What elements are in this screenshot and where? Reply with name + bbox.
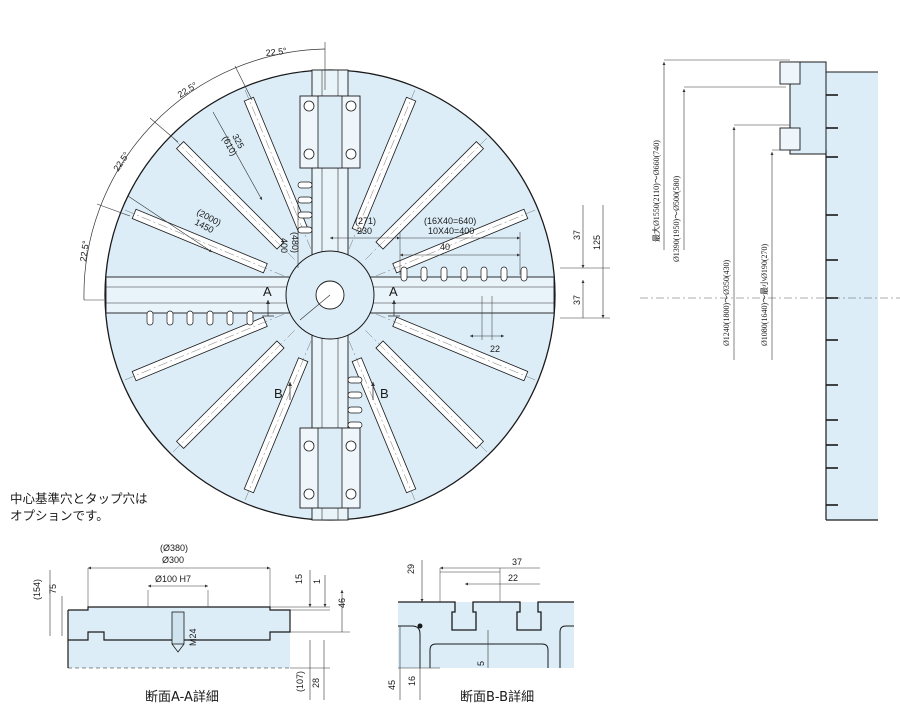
dim-271: (271) [355, 216, 376, 226]
side-dim-1: 最大Ø1550(2110)～Ø660(740) [651, 140, 661, 242]
bolt-holes [146, 181, 528, 429]
dim-37-top: 37 [572, 230, 582, 240]
sec-a-d380: (Ø380) [160, 543, 188, 553]
option-note-line-1: 中心基準穴とタップ穴は [10, 491, 148, 506]
section-a-caption: 断面A-A詳細 [145, 690, 219, 705]
bolt-hole [297, 181, 313, 189]
section-b-body [398, 602, 574, 668]
side-dim-4: Ø1080(1640)～最小Ø190(270) [760, 243, 769, 346]
sec-b-d22: 22 [508, 573, 518, 583]
radial-centerline [172, 137, 295, 260]
bolt-hole [226, 310, 234, 326]
sec-a-d107: (107) [295, 671, 305, 692]
dim-22: 22 [490, 344, 500, 354]
bolt-hole [146, 310, 154, 326]
bolt-hole [297, 211, 313, 219]
radial-centerline [244, 89, 312, 249]
bolt-hole [480, 266, 488, 282]
sec-a-d15: 15 [294, 574, 304, 584]
side-view: 最大Ø1550(2110)～Ø660(740) Ø1390(1950)～Ø500… [640, 59, 900, 521]
sec-a-d300: Ø300 [162, 555, 184, 565]
section-b-caption: 断面B-B詳細 [460, 690, 535, 705]
radial-centerline [348, 341, 416, 501]
sec-b-d5: 5 [476, 661, 486, 666]
sec-b-d16: 16 [407, 676, 417, 686]
section-mark-a-right: A [389, 284, 398, 299]
dim-pitch-400: 10X40=400 [428, 226, 474, 236]
bolt-hole [500, 266, 508, 282]
bolt-hole [400, 266, 408, 282]
faceplate-top-view: 22.5° 22.5° 22.5° 22.5° (610) 325 (2000)… [78, 42, 610, 521]
bolt-hole [460, 266, 468, 282]
sec-a-d100: Ø100 H7 [155, 574, 191, 584]
angle-label-4: 22.5° [78, 240, 91, 263]
sec-b-d29: 29 [406, 564, 416, 574]
bolt-hole [297, 196, 313, 204]
bolt-hole [186, 310, 194, 326]
section-mark-b-left: B [274, 386, 283, 401]
sec-a-d28: 28 [311, 678, 321, 688]
sec-a-d75: 75 [48, 584, 58, 594]
sec-a-m24: M24 [188, 628, 198, 646]
option-note: 中心基準穴とタップ穴は オプションです。 [10, 490, 148, 524]
angle-dimension-arc [83, 42, 326, 301]
radial-centerline [244, 341, 312, 501]
bolt-hole [166, 310, 174, 326]
dim-40: 40 [440, 242, 450, 252]
option-note-line-2: オプションです。 [10, 508, 109, 523]
dim-480: (480) [290, 232, 300, 253]
section-b-b: 37 22 29 45 16 5 [387, 557, 574, 700]
angle-label-2: 22.5° [176, 80, 200, 100]
bolt-hole [347, 421, 363, 429]
radial-centerline [376, 209, 536, 277]
radial-centerline [348, 89, 416, 249]
m24-tap [171, 611, 185, 645]
dim-pitch-640: (16X40=640) [424, 216, 476, 226]
bolt-hole [347, 406, 363, 414]
dim-230: 230 [357, 226, 372, 236]
section-mark-b-right: B [380, 386, 389, 401]
bolt-hole [246, 310, 254, 326]
dim-400: 400 [279, 238, 289, 253]
radial-centerline [124, 313, 284, 381]
radial-centerline [172, 330, 295, 453]
sec-a-d1: 1 [312, 579, 322, 584]
dim-125: 125 [592, 235, 602, 250]
radial-centerline [365, 330, 488, 453]
radial-slots [124, 89, 536, 501]
radial-centerline [376, 313, 536, 381]
jaw-clamp-top [299, 95, 361, 169]
section-a-a: (Ø380) Ø300 Ø100 H7 M24 (154) 75 15 1 46… [32, 543, 350, 700]
bolt-hole [420, 266, 428, 282]
dim-37-bottom: 37 [572, 295, 582, 305]
bolt-hole [520, 266, 528, 282]
radial-centerline [365, 137, 488, 260]
sec-a-d46: 46 [337, 598, 347, 608]
bolt-hole [347, 391, 363, 399]
angle-label-1: 22.5° [265, 46, 287, 58]
side-body [826, 72, 878, 520]
jaw-clamp-bottom [299, 427, 361, 509]
sec-b-d45: 45 [387, 680, 397, 690]
bolt-hole [206, 310, 214, 326]
bolt-hole [440, 266, 448, 282]
sec-b-d37: 37 [512, 557, 522, 567]
side-dim-3: Ø1240(1800)～Ø350(430) [722, 259, 731, 346]
bolt-hole [347, 376, 363, 384]
section-mark-a-left: A [263, 284, 272, 299]
side-dim-2: Ø1390(1950)～Ø500(580) [672, 175, 681, 262]
radial-centerline [124, 209, 284, 277]
sec-a-d154: (154) [32, 579, 42, 600]
